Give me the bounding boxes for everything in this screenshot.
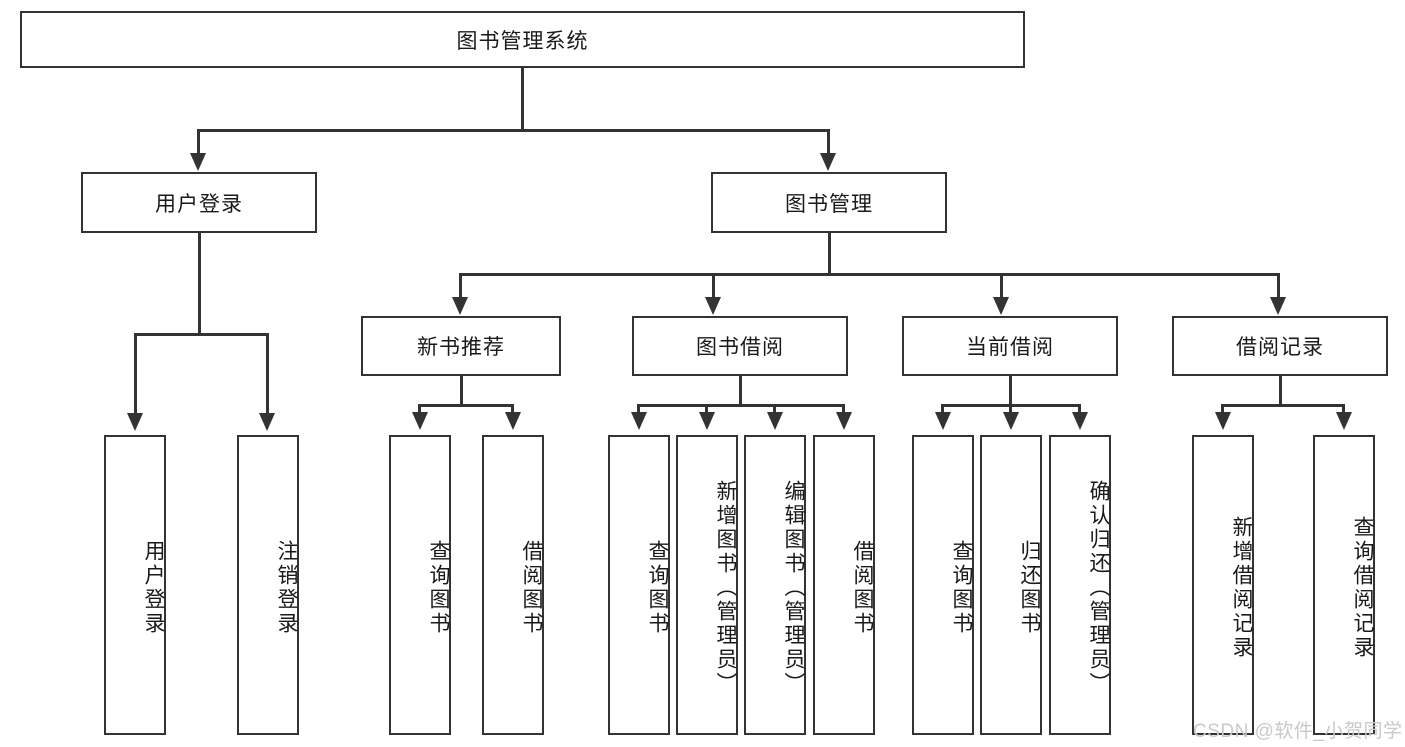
- node-root-book-management-system[interactable]: 图书管理系统: [20, 11, 1025, 68]
- edge-new-book-to-leaf-2: [511, 404, 514, 416]
- arrowhead-bm-to-borrow-record: [1270, 297, 1286, 315]
- edge-user-login-to-leaf-2: [266, 333, 269, 417]
- edge-bb-to-leaf-4: [842, 404, 845, 416]
- arrowhead-cb-to-leaf-3: [1072, 412, 1088, 430]
- edge-bb-to-leaf-1: [637, 404, 640, 416]
- node-label: 图书借阅: [696, 336, 784, 359]
- edge-cb-to-leaf-2: [1009, 404, 1012, 416]
- node-label: 借阅记录: [1236, 336, 1324, 359]
- arrowhead-new-book-to-leaf-1: [412, 412, 428, 430]
- edge-new-book-split-bar: [418, 404, 514, 407]
- arrowhead-cb-to-leaf-1: [935, 412, 951, 430]
- edge-user-login-to-leaf-1: [134, 333, 137, 417]
- edge-bb-to-leaf-2: [705, 404, 708, 416]
- node-label: 归还图书: [1018, 540, 1041, 636]
- leaf-new-book-borrow-book[interactable]: 借阅图书: [482, 435, 544, 735]
- leaf-book-borrow-borrow-book[interactable]: 借阅图书: [813, 435, 875, 735]
- arrowhead-bb-to-leaf-4: [836, 412, 852, 430]
- node-label: 当前借阅: [966, 336, 1054, 359]
- arrowhead-new-book-to-leaf-2: [505, 412, 521, 430]
- arrowhead-bm-to-new-book: [452, 297, 468, 315]
- node-borrow-record[interactable]: 借阅记录: [1172, 316, 1388, 376]
- arrowhead-bm-to-book-borrow: [705, 297, 721, 315]
- node-label: 用户登录: [155, 192, 243, 216]
- leaf-book-borrow-query-book[interactable]: 查询图书: [608, 435, 670, 735]
- edge-br-to-leaf-2: [1342, 404, 1345, 416]
- arrowhead-root-to-user-login: [190, 153, 206, 171]
- edge-br-to-leaf-1: [1221, 404, 1224, 416]
- node-label: 编辑图书（管理员）: [782, 480, 805, 696]
- edge-user-login-stem: [198, 233, 201, 335]
- csdn-watermark: CSDN @软件_小贺同学: [1193, 721, 1403, 742]
- node-label: 借阅图书: [851, 540, 874, 636]
- node-label: 图书管理: [785, 192, 873, 216]
- edge-bb-to-leaf-3: [773, 404, 776, 416]
- node-label: 确认归还（管理员）: [1087, 480, 1110, 696]
- node-book-management[interactable]: 图书管理: [711, 172, 947, 233]
- edge-cb-to-leaf-3: [1078, 404, 1081, 416]
- node-label: 新书推荐: [417, 336, 505, 359]
- edge-bm-to-current-borrow: [1000, 273, 1003, 303]
- edge-root-to-book-management: [827, 129, 830, 157]
- node-label: 新增图书（管理员）: [714, 480, 737, 696]
- arrowhead-bb-to-leaf-3: [767, 412, 783, 430]
- arrowhead-br-to-leaf-2: [1336, 412, 1352, 430]
- edge-new-book-to-leaf-1: [418, 404, 421, 416]
- leaf-borrow-record-query-record[interactable]: 查询借阅记录: [1313, 435, 1375, 735]
- leaf-book-borrow-edit-book-admin[interactable]: 编辑图书（管理员）: [744, 435, 806, 735]
- node-current-borrow[interactable]: 当前借阅: [902, 316, 1118, 376]
- arrowhead-bm-to-current-borrow: [993, 297, 1009, 315]
- node-book-borrow[interactable]: 图书借阅: [632, 316, 848, 376]
- node-label: 图书管理系统: [456, 29, 589, 53]
- leaf-borrow-record-add-record[interactable]: 新增借阅记录: [1192, 435, 1254, 735]
- node-label: 查询借阅记录: [1351, 516, 1374, 660]
- leaf-current-borrow-return-book[interactable]: 归还图书: [980, 435, 1042, 735]
- node-label: 查询图书: [427, 540, 450, 636]
- arrowhead-user-login-to-leaf-1: [127, 413, 143, 431]
- edge-root-split-bar: [197, 129, 829, 132]
- edge-borrow-record-stem: [1279, 376, 1282, 406]
- edge-book-management-split-bar: [459, 273, 1280, 276]
- node-label: 查询图书: [646, 540, 669, 636]
- node-new-book-recommend[interactable]: 新书推荐: [361, 316, 561, 376]
- edge-cb-to-leaf-1: [941, 404, 944, 416]
- leaf-current-borrow-confirm-return-admin[interactable]: 确认归还（管理员）: [1049, 435, 1111, 735]
- arrowhead-bb-to-leaf-1: [631, 412, 647, 430]
- edge-user-login-split-bar: [134, 333, 269, 336]
- arrowhead-user-login-to-leaf-2: [259, 413, 275, 431]
- edge-current-borrow-stem: [1009, 376, 1012, 406]
- node-label: 查询图书: [950, 540, 973, 636]
- node-user-login[interactable]: 用户登录: [81, 172, 317, 233]
- edge-borrow-record-split-bar: [1221, 404, 1345, 407]
- edge-book-management-stem: [828, 233, 831, 275]
- leaf-book-borrow-add-book-admin[interactable]: 新增图书（管理员）: [676, 435, 738, 735]
- leaf-user-login-logout[interactable]: 注销登录: [237, 435, 299, 735]
- arrowhead-cb-to-leaf-2: [1003, 412, 1019, 430]
- leaf-current-borrow-query-book[interactable]: 查询图书: [912, 435, 974, 735]
- edge-bm-to-book-borrow: [712, 273, 715, 303]
- node-label: 注销登录: [275, 540, 298, 636]
- edge-book-borrow-stem: [739, 376, 742, 406]
- edge-root-to-user-login: [197, 129, 200, 157]
- edge-book-borrow-split-bar: [637, 404, 845, 407]
- node-label: 新增借阅记录: [1230, 516, 1253, 660]
- edge-new-book-stem: [460, 376, 463, 406]
- arrowhead-bb-to-leaf-2: [699, 412, 715, 430]
- edge-bm-to-borrow-record: [1277, 273, 1280, 303]
- arrowhead-root-to-book-management: [820, 153, 836, 171]
- node-label: 用户登录: [142, 540, 165, 636]
- leaf-new-book-query-book[interactable]: 查询图书: [389, 435, 451, 735]
- arrowhead-br-to-leaf-1: [1215, 412, 1231, 430]
- node-label: 借阅图书: [520, 540, 543, 636]
- edge-bm-to-new-book: [459, 273, 462, 303]
- edge-root-stem: [521, 68, 524, 131]
- leaf-user-login-user-login[interactable]: 用户登录: [104, 435, 166, 735]
